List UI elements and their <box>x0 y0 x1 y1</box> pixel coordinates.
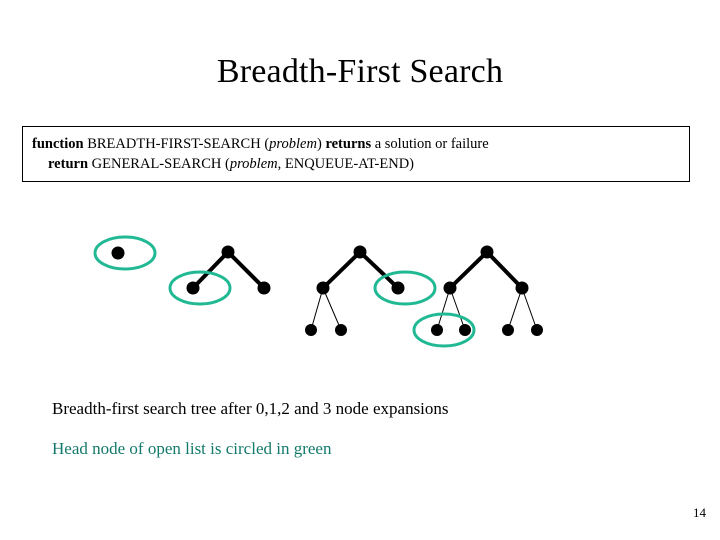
diagram-caption-legend: Head node of open list is circled in gre… <box>52 439 332 458</box>
tree-2-expansions <box>305 245 437 336</box>
pseudocode-called-procedure-name: GENERAL-SEARCH <box>91 156 222 172</box>
pseudocode-procedure-name: BREADTH-FIRST-SEARCH <box>87 136 261 152</box>
pseudocode-open-paren-1: ( <box>264 136 270 152</box>
pseudocode-arg-enqueue-at-end: ENQUEUE-AT-END <box>284 156 410 172</box>
pseudocode-arg-problem-2: problem <box>229 156 278 172</box>
pseudocode-keyword-function: function <box>32 136 84 152</box>
tree-edge <box>436 287 451 331</box>
tree-node <box>502 324 514 336</box>
tree-node <box>257 281 271 295</box>
tree-node <box>443 281 457 295</box>
tree-node <box>480 245 494 259</box>
tree-node <box>335 324 347 336</box>
tree-edge <box>507 287 523 331</box>
tree-3-expansions <box>412 245 543 348</box>
pseudocode-keyword-return: return <box>48 156 89 172</box>
tree-edge <box>321 250 362 290</box>
page-title: Breadth-First Search <box>216 53 504 90</box>
tree-node <box>316 281 330 295</box>
tree-node <box>459 324 471 336</box>
tree-node <box>186 281 200 295</box>
tree-node <box>111 246 125 260</box>
pseudocode-open-paren-2: ( <box>224 156 230 172</box>
pseudocode-arg-separator: , <box>277 156 285 172</box>
tree-node <box>353 245 367 259</box>
tree-node <box>431 324 443 336</box>
tree-edge <box>226 250 266 290</box>
pseudocode-line-2: return GENERAL-SEARCH (problem, ENQUEUE-… <box>48 155 414 173</box>
pseudocode-keyword-returns: returns <box>325 136 372 152</box>
tree-edge <box>521 287 538 331</box>
tree-edge <box>448 250 489 290</box>
tree-node <box>515 281 529 295</box>
tree-node <box>531 324 543 336</box>
tree-edge <box>322 287 342 331</box>
search-tree-sequence-diagram <box>93 235 543 348</box>
tree-node <box>391 281 405 295</box>
open-list-head-highlight-circle <box>168 270 232 306</box>
pseudocode-return-description: a solution or failure <box>374 136 489 152</box>
open-list-head-highlight-circle <box>93 235 157 271</box>
pseudocode-arg-problem-1: problem <box>269 136 317 152</box>
tree-node <box>221 245 235 259</box>
pseudocode-line-1: function BREADTH-FIRST-SEARCH (problem) … <box>32 135 489 153</box>
tree-0-expansions <box>93 235 157 271</box>
diagram-caption-primary: Breadth-first search tree after 0,1,2 an… <box>52 399 449 418</box>
search-tree-svg <box>93 235 543 348</box>
pseudocode-close-paren-1: ) <box>316 136 322 152</box>
tree-edge <box>310 287 324 331</box>
tree-edge <box>191 250 230 290</box>
tree-edge <box>358 250 400 290</box>
tree-edge <box>485 250 524 290</box>
pseudocode-box: function BREADTH-FIRST-SEARCH (problem) … <box>22 126 690 182</box>
tree-edge <box>449 287 466 331</box>
open-list-head-highlight-circle <box>373 270 437 306</box>
open-list-head-highlight-circle <box>412 312 476 348</box>
tree-node <box>305 324 317 336</box>
slide-page-number: 14 <box>693 505 706 520</box>
tree-1-expansion <box>168 245 271 306</box>
pseudocode-close-paren-2: ) <box>409 156 415 172</box>
